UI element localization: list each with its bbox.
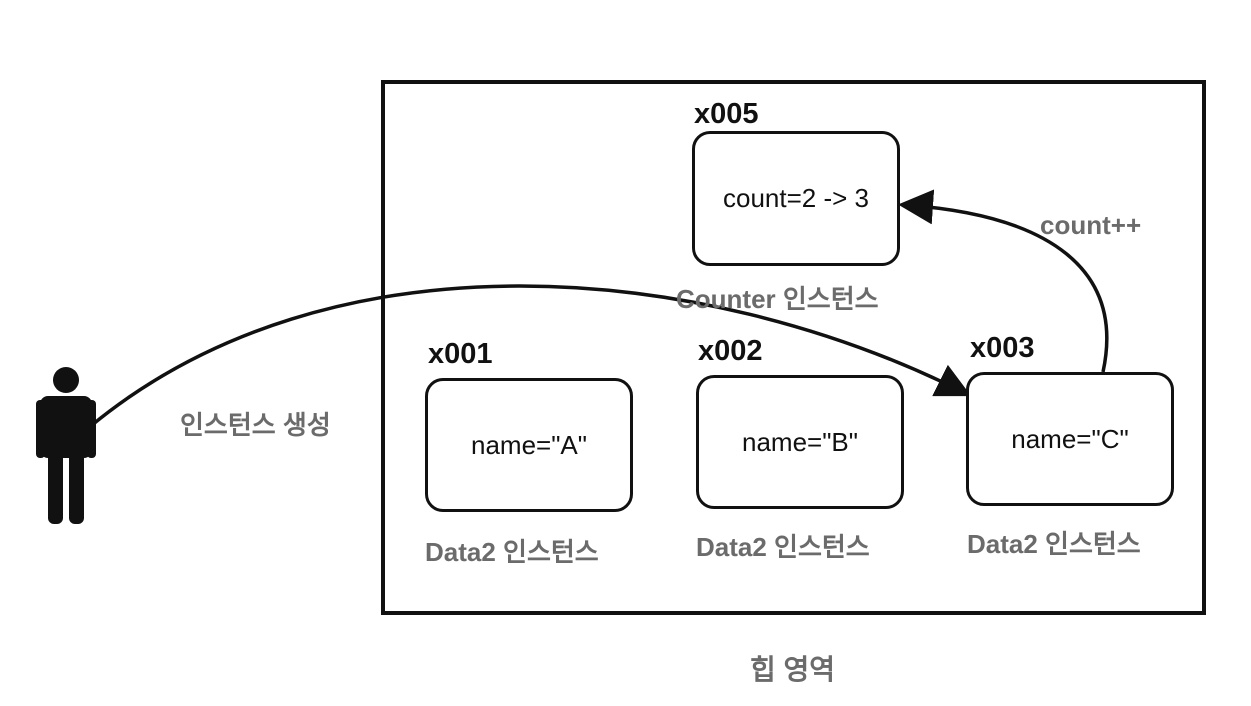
data-instance-address: x002	[698, 335, 763, 367]
data-instance-caption: Data2 인스턴스	[696, 532, 870, 562]
counter-caption: Counter 인스턴스	[676, 284, 879, 314]
data-instance-box: name="B"	[696, 375, 904, 509]
counter-value: count=2 -> 3	[723, 183, 869, 213]
heap-area-label: 힙 영역	[750, 654, 836, 685]
create-instance-arrow	[90, 284, 972, 427]
data-instance-box: name="A"	[425, 378, 633, 512]
data-instance-box: name="C"	[966, 372, 1174, 506]
counter-address: x005	[694, 98, 759, 130]
data-instance-value: name="A"	[470, 429, 588, 460]
count-increment-label: count++	[1040, 210, 1142, 240]
person-icon	[36, 367, 96, 524]
heap-area-frame	[381, 80, 1206, 615]
count-increment-arrow	[898, 189, 1109, 373]
counter-instance-box: count=2 -> 3	[692, 131, 900, 266]
create-instance-label: 인스턴스 생성	[180, 410, 331, 440]
data-instance-value: name="B"	[741, 426, 859, 457]
data-instance-caption: Data2 인스턴스	[967, 529, 1141, 559]
data-instance-value: name="C"	[1011, 423, 1129, 454]
data-instance-address: x003	[970, 332, 1035, 364]
data-instance-caption: Data2 인스턴스	[425, 537, 599, 567]
data-instance-address: x001	[428, 338, 493, 370]
